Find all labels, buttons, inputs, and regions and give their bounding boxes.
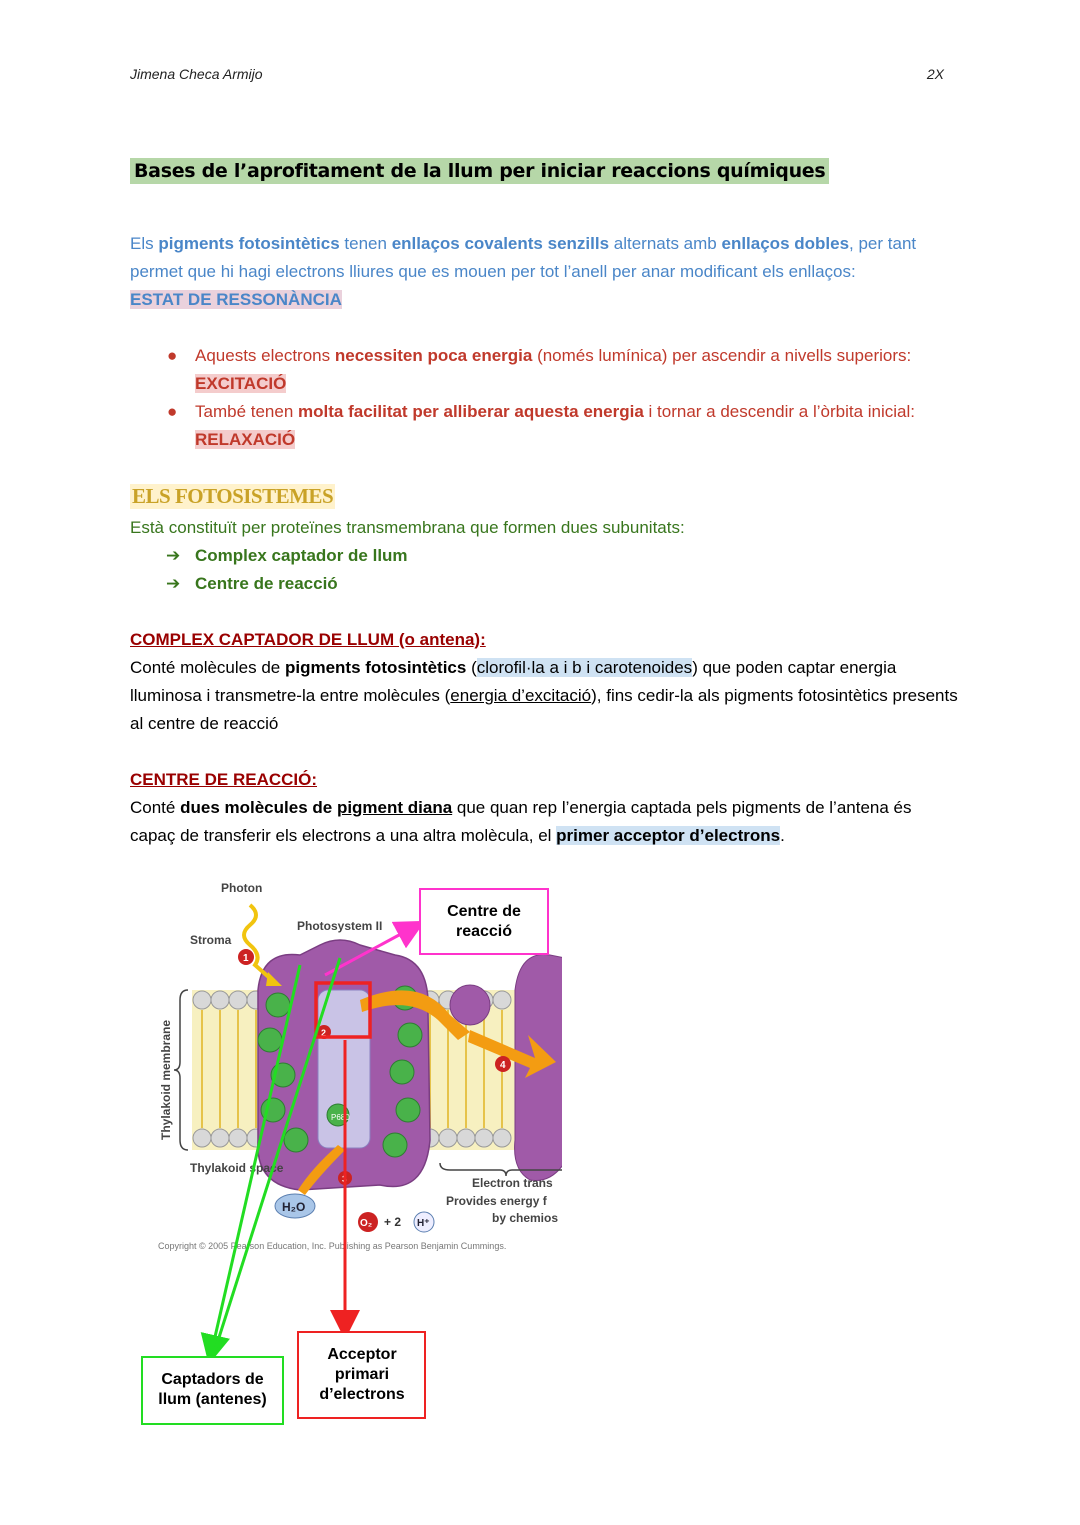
excitation-term: EXCITACIÓ bbox=[195, 374, 287, 393]
arrow-right-icon: ➔ bbox=[166, 574, 181, 593]
arrow-right-icon: ➔ bbox=[166, 546, 181, 565]
electron-transport-bracket bbox=[439, 1162, 562, 1177]
subunit-label: Complex captador de llum bbox=[195, 546, 408, 565]
centre-heading: CENTRE DE REACCIÓ: bbox=[130, 766, 960, 794]
membrane-label: Thylakoid membrane bbox=[159, 1020, 173, 1140]
section-title-fotosistemes: ELS FOTOSISTEMES bbox=[130, 484, 336, 509]
text: Aquests electrons bbox=[195, 346, 335, 365]
bold-term: dues molècules de bbox=[180, 798, 337, 817]
text: ), fins cedir-la als pigments fotosintèt… bbox=[130, 686, 958, 733]
thylakoid-space-label: Thylakoid space bbox=[190, 1161, 284, 1175]
bullet-relaxation: ● També tenen molta facilitat per allibe… bbox=[130, 398, 960, 454]
text: Conté bbox=[130, 798, 181, 817]
section-title-light: Bases de l’aprofitament de la llum per i… bbox=[130, 158, 830, 184]
subunit-list: ➔ Complex captador de llum ➔ Centre de rea… bbox=[130, 542, 960, 598]
subunit-item: ➔ Centre de reacció bbox=[130, 570, 960, 598]
highlight-term: primer acceptor d’electrons bbox=[556, 826, 781, 845]
photosystem-label: Photosystem II bbox=[297, 919, 382, 933]
text: i tornar a descendir a l’òrbita inicial: bbox=[643, 402, 915, 421]
reaction-centre-highlight bbox=[314, 981, 372, 1039]
bullet-excitation: ● Aquests electrons necessiten poca ener… bbox=[130, 342, 960, 398]
stroma-label: Stroma bbox=[190, 933, 232, 947]
centre-paragraph: Conté dues molècules de pigment diana qu… bbox=[130, 794, 960, 850]
p680-label: P680 bbox=[331, 1113, 350, 1122]
plastoquinone bbox=[449, 984, 491, 1026]
heading-text: CENTRE DE REACCIÓ: bbox=[130, 770, 318, 789]
step-badge bbox=[238, 949, 254, 965]
text: Conté molècules de bbox=[130, 658, 285, 677]
bold-term: pigments fotosintètics bbox=[284, 658, 467, 677]
electron-transport-label: Electron trans bbox=[472, 1176, 553, 1190]
centre-callout-arrow bbox=[324, 920, 426, 977]
bullet-dot-icon: ● bbox=[167, 402, 178, 421]
text: alternats amb bbox=[609, 234, 722, 253]
photon-arrowhead bbox=[266, 972, 282, 986]
proton bbox=[413, 1211, 435, 1233]
antenna-callout-arrow bbox=[200, 964, 302, 1365]
chemiosmosis-label: by chemios bbox=[492, 1211, 558, 1225]
o2-label: O₂ bbox=[360, 1218, 372, 1229]
text: ) que poden captar energia lluminosa i t… bbox=[130, 658, 897, 705]
centre-callout-label: Centre de reacció bbox=[447, 903, 521, 940]
photon-label: Photon bbox=[221, 881, 262, 895]
bold-term: enllaços covalents senzills bbox=[391, 234, 610, 253]
electron-flow-arrow bbox=[360, 990, 470, 1040]
subunit-item: ➔ Complex captador de llum bbox=[130, 542, 960, 570]
text: També tenen bbox=[195, 402, 299, 421]
text: , per tant permet que hi hagi electrons … bbox=[130, 234, 917, 281]
underlined-term: energia d’excitació bbox=[450, 686, 592, 705]
plus-two-label: + 2 bbox=[384, 1215, 401, 1229]
page-number: 2X bbox=[926, 66, 944, 82]
text: que quan rep l’energia captada pels pigm… bbox=[130, 798, 912, 845]
antenna-callout-label: Captadors de llum (antenes) bbox=[158, 1371, 267, 1408]
bold-term: pigments fotosintètics bbox=[158, 234, 340, 253]
water-split-arrow bbox=[298, 1145, 345, 1195]
text: tenen bbox=[339, 234, 392, 253]
hplus-label: H⁺ bbox=[417, 1218, 430, 1229]
resonance-term: ESTAT DE RESSONÀNCIA bbox=[130, 290, 342, 309]
h2o-label: H₂O bbox=[282, 1200, 305, 1214]
text: (només lumínica) per ascendir a nivells … bbox=[532, 346, 912, 365]
bullet-dot-icon: ● bbox=[167, 346, 178, 365]
step-badge bbox=[495, 1056, 511, 1072]
complex-paragraph: Conté molècules de pigments fotosintètic… bbox=[130, 654, 960, 738]
fotosistemes-intro: Està constituït per proteïnes transmembr… bbox=[130, 518, 685, 537]
provides-energy-label: Provides energy f bbox=[446, 1194, 548, 1208]
antenna-callout-box bbox=[141, 1356, 284, 1425]
heading-text: COMPLEX CAPTADOR DE LLUM (o antena): bbox=[130, 630, 486, 649]
bullet-list: ● Aquests electrons necessiten poca ener… bbox=[130, 342, 960, 454]
membrane-bracket bbox=[173, 989, 189, 1151]
bold-term: necessiten poca energia bbox=[334, 346, 533, 365]
relaxation-term: RELAXACIÓ bbox=[195, 430, 296, 449]
photon-wave bbox=[242, 903, 274, 982]
copyright-notice: Copyright © 2005 Pearson Education, Inc.… bbox=[158, 1241, 506, 1251]
author-name: Jimena Checa Armijo bbox=[130, 66, 263, 82]
oxygen-molecule bbox=[358, 1212, 378, 1232]
step-number: 4 bbox=[500, 1060, 506, 1071]
antenna-callout-arrow bbox=[213, 957, 342, 1351]
water-molecule bbox=[274, 1193, 316, 1219]
subunit-label: Centre de reacció bbox=[195, 574, 338, 593]
bold-term: molta facilitat per alliberar aquesta en… bbox=[298, 402, 644, 421]
bold-term: enllaços dobles bbox=[721, 234, 850, 253]
highlight-term: clorofil·la a i b i carotenoides bbox=[476, 658, 693, 677]
step-number: 2 bbox=[321, 1028, 326, 1038]
electron-flow-arrow bbox=[468, 1030, 556, 1078]
text: . bbox=[780, 826, 785, 845]
acceptor-callout-label: Acceptor primari d’electrons bbox=[319, 1346, 405, 1403]
text: ( bbox=[466, 658, 477, 677]
acceptor-callout-box bbox=[297, 1331, 426, 1419]
bold-underlined-term: pigment diana bbox=[336, 798, 453, 817]
resonance-paragraph: Els pigments fotosintètics tenen enllaço… bbox=[130, 230, 960, 314]
centre-callout-box bbox=[419, 888, 549, 955]
step-number: 1 bbox=[243, 953, 249, 964]
complex-heading: COMPLEX CAPTADOR DE LLUM (o antena): bbox=[130, 626, 960, 654]
text: Els bbox=[130, 234, 159, 253]
